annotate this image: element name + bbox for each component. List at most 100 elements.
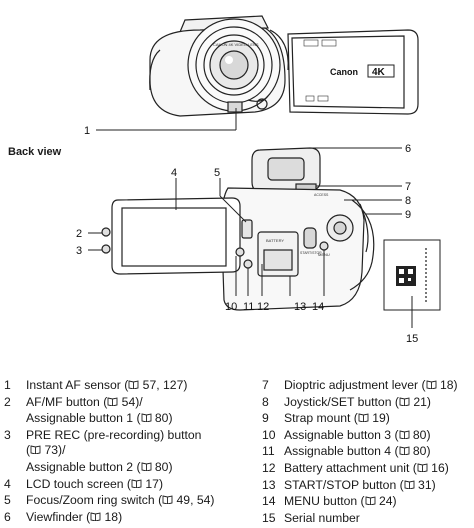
brand-text: Canon	[330, 67, 358, 77]
camera-back-view	[102, 148, 374, 310]
book-icon	[426, 379, 437, 395]
legend-page-ref: 21)	[410, 395, 431, 409]
legend-item: 13START/STOP button ( 31)	[262, 478, 472, 495]
book-icon	[162, 494, 173, 510]
legend-text-part: PRE REC (pre-recording) button	[26, 428, 201, 442]
legend-text: Assignable button 3 ( 80)	[284, 428, 431, 445]
callout-1: 1	[84, 125, 90, 137]
legend-number: 6	[4, 510, 26, 527]
callout-13: 13	[294, 301, 306, 313]
legend-page-ref: 16)	[428, 461, 449, 475]
legend-number: 10	[262, 428, 284, 445]
legend-item: ( 73)/	[4, 443, 254, 460]
legend-page-ref: 80)	[152, 460, 173, 474]
legend-page-ref: 49, 54)	[173, 493, 214, 507]
legend-text-part: AF/MF button (	[26, 395, 107, 409]
callout-5: 5	[214, 167, 220, 179]
book-icon	[365, 495, 376, 511]
legend-page-ref: 18)	[101, 510, 122, 524]
legend-number: 11	[262, 444, 284, 461]
book-icon	[141, 461, 152, 477]
book-icon	[141, 412, 152, 428]
book-icon	[399, 396, 410, 412]
callout-8: 8	[405, 195, 411, 207]
legend-item: 10Assignable button 3 ( 80)	[262, 428, 472, 445]
callout-15: 15	[406, 333, 418, 345]
legend-page-ref: 54)/	[118, 395, 142, 409]
start-stop-text: START/STOP	[300, 251, 322, 255]
legend-text: AF/MF button ( 54)/	[26, 395, 143, 412]
callout-14: 14	[312, 301, 324, 313]
book-icon	[399, 429, 410, 445]
legend-page-ref: 19)	[369, 411, 390, 425]
legend-number	[4, 460, 26, 477]
legend-page-ref: 57, 127)	[139, 378, 187, 392]
legend-text-part: Focus/Zoom ring switch (	[26, 493, 162, 507]
legend-number: 5	[4, 493, 26, 510]
legend-item: Assignable button 2 ( 80)	[4, 460, 254, 477]
legend-page-ref: 18)	[437, 378, 458, 392]
legend-text: Viewfinder ( 18)	[26, 510, 122, 527]
legend-text-part: START/STOP button (	[284, 478, 404, 492]
legend-text-part: Instant AF sensor (	[26, 378, 128, 392]
legend-number: 2	[4, 395, 26, 412]
legend-text-part: MENU button (	[284, 494, 365, 508]
legend-text: Serial number	[284, 511, 360, 527]
callout-4: 4	[171, 167, 177, 179]
badge-4k: 4K	[372, 67, 386, 78]
legend-number: 14	[262, 494, 284, 511]
legend-page-ref: 80)	[410, 444, 431, 458]
legend-item: Assignable button 1 ( 80)	[4, 411, 254, 428]
legend-text: PRE REC (pre-recording) button	[26, 428, 201, 444]
callout-12: 12	[257, 301, 269, 313]
legend-text: Focus/Zoom ring switch ( 49, 54)	[26, 493, 214, 510]
legend-item: 1Instant AF sensor ( 57, 127)	[4, 378, 254, 395]
book-icon	[131, 478, 142, 494]
legend-text: Battery attachment unit ( 16)	[284, 461, 449, 478]
legend-text: Strap mount ( 19)	[284, 411, 390, 428]
legend-number: 15	[262, 511, 284, 527]
legend-number	[4, 411, 26, 428]
legend-text-part: Joystick/SET button (	[284, 395, 399, 409]
legend-text: Assignable button 1 ( 80)	[26, 411, 173, 428]
callout-10: 10	[225, 301, 237, 313]
legend-item: 4LCD touch screen ( 17)	[4, 477, 254, 494]
legend-text: START/STOP button ( 31)	[284, 478, 436, 495]
legend-number	[4, 443, 26, 460]
legend-text-part: LCD touch screen (	[26, 477, 131, 491]
legend-number: 3	[4, 428, 26, 444]
callout-9: 9	[405, 209, 411, 221]
legend-number: 4	[4, 477, 26, 494]
legend-text: LCD touch screen ( 17)	[26, 477, 163, 494]
legend-text: Joystick/SET button ( 21)	[284, 395, 431, 412]
camera-front-view	[150, 16, 418, 116]
legend-page-ref: 80)	[152, 411, 173, 425]
callout-11: 11	[243, 301, 254, 313]
legend-text-part: Assignable button 4 (	[284, 444, 399, 458]
legend-number: 13	[262, 478, 284, 495]
legend-page-ref: 80)	[410, 428, 431, 442]
legend-page-ref: 73)/	[41, 443, 65, 457]
legend-text: MENU button ( 24)	[284, 494, 397, 511]
legend-text: ( 73)/	[26, 443, 65, 460]
legend-text-part: Assignable button 1 (	[26, 411, 141, 425]
legend-text: Assignable button 2 ( 80)	[26, 460, 173, 477]
book-icon	[399, 445, 410, 461]
battery-text: BATTERY	[266, 238, 284, 243]
legend-page-ref: 24)	[376, 494, 397, 508]
callout-7: 7	[405, 181, 411, 193]
legend-text-part: Assignable button 2 (	[26, 460, 141, 474]
book-icon	[90, 511, 101, 527]
legend-text: Assignable button 4 ( 80)	[284, 444, 431, 461]
camera-figure: CANON 4K VIDEO LENS Canon 4K 1	[0, 0, 474, 362]
legend-item: 9Strap mount ( 19)	[262, 411, 472, 428]
legend-text: Instant AF sensor ( 57, 127)	[26, 378, 187, 395]
